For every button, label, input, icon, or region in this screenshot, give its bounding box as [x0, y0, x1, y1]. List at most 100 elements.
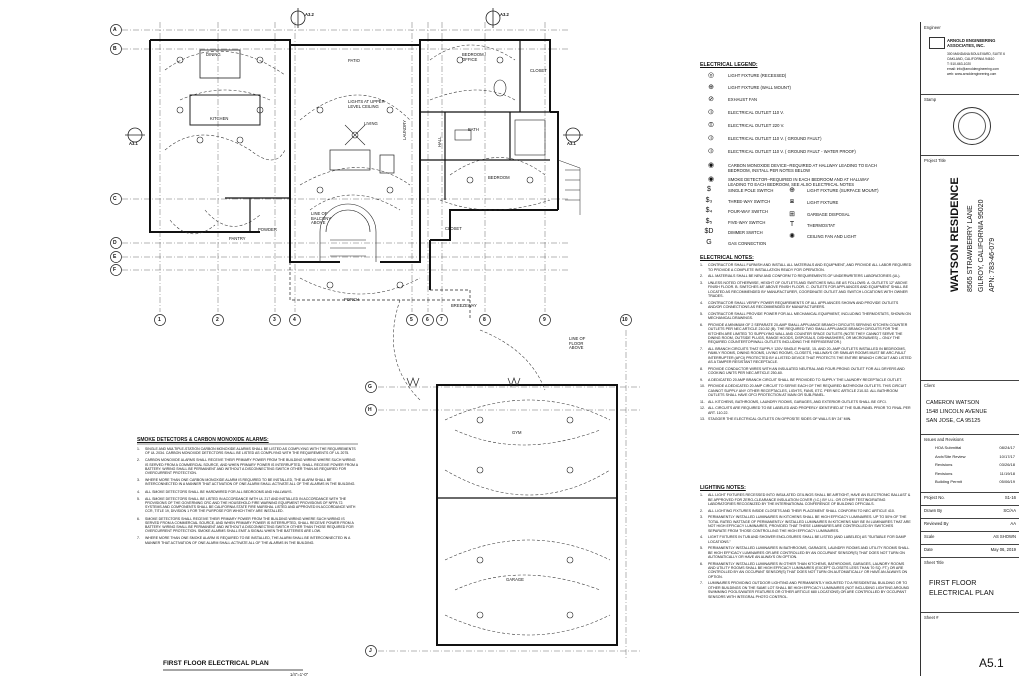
smoke-note-item: 5.ALL SMOKE DETECTORS SHALL BE LISTED IN… [137, 497, 359, 514]
note-item: 11.ALL KITCHENS, BATHROOMS, LAUNDRY ROOM… [700, 400, 912, 404]
smoke-notes-list: 1.SINGLE AND MULTIPLE-STATION CARBON MON… [137, 447, 359, 545]
revision-date: 11/19/18 [999, 470, 1015, 476]
smoke-note-text: WHERE MORE THAN ONE SMOKE ALARM IS REQUI… [145, 536, 351, 545]
legend-label: EXHAUST FAN [728, 97, 758, 102]
revision-name: Revisions [935, 462, 953, 467]
fixture-symbol-icon: T [789, 221, 795, 228]
smoke-note-text: CARBON MONOXIDE ALARMS SHALL RECEIVE THE… [145, 458, 358, 476]
note-item: 2.ALL LIGHTING FIXTURES INSIDE CLOSETS A… [700, 509, 912, 513]
smoke-note-text: ALL SMOKE DETECTORS SHALL BE LISTED IN A… [145, 496, 356, 514]
room-label-pantry: PANTRY [229, 236, 246, 241]
room-label-bath: BATH [468, 127, 479, 132]
note-number: 11. [700, 399, 705, 404]
project-title-label: Project Title [924, 158, 946, 163]
grid-label-row: B [113, 46, 117, 52]
note-text: ALL KITCHENS, BATHROOMS, LAUNDRY ROOMS, … [708, 399, 887, 404]
grid-label-row: J [369, 648, 372, 654]
porch-outline [289, 262, 470, 301]
client-address: 1548 LINCOLN AVENUE [926, 409, 988, 415]
switch-label: GAS CONNECTION [728, 240, 767, 246]
project-address: 8565 STRAWBERRY LANE [967, 205, 974, 292]
plan-scale: 1/4"=1'-0" [290, 672, 309, 677]
legend-label: ELECTRICAL OUTLET 110 V. ( GROUND FAULT) [728, 136, 822, 141]
note-text: ALL MATERIALS SHALL BE NEW AND CONFORM T… [708, 274, 901, 279]
smoke-note-text: WHERE MORE THAN ONE CARBON MONOXIDE ALAR… [145, 478, 356, 487]
switch-symbol-icon: $D [704, 228, 714, 235]
engineer-address: 300 MANDANA BOULEVARD, SUITE 6 [947, 52, 1006, 56]
engineer-phone: T: 510-663-1020 [947, 62, 972, 66]
note-text: PROVIDE CONDUCTOR WIRES WITH AN INSULATE… [708, 366, 905, 376]
legend-symbol-icon: ⦶ [708, 109, 714, 116]
note-item: 8.PROVIDE CONDUCTOR WIRES WITH AN INSULA… [700, 367, 912, 376]
smoke-note-item: 3.WHERE MORE THAN ONE CARBON MONOXIDE AL… [137, 478, 359, 486]
room-label-hall: HALL [437, 136, 442, 147]
exterior-steps [557, 159, 581, 215]
room-label-powder: POWDER [258, 227, 277, 232]
callout-line-floor: LINE OF FLOOR ABOVE [569, 336, 586, 351]
note-text: UNLESS NOTED OTHERWISE, HEIGHT OF OUTLET… [708, 281, 908, 299]
legend-label: ELECTRICAL OUTLET 110 V. ( GROUND FAULT … [728, 149, 856, 154]
room-label-laundry: LAUNDRY [402, 120, 407, 140]
grid-label-col: 6 [426, 317, 429, 323]
fixture-symbol-icon: ✺ [789, 233, 795, 240]
stamp-label: Stamp [924, 97, 937, 102]
grid-label-col: 1 [158, 317, 161, 323]
legend-item: ⦷ELECTRICAL OUTLET 220 V. [700, 120, 905, 132]
recessed-lights [176, 56, 574, 619]
issues-label: Issues and Revisions [924, 437, 964, 442]
smoke-note-item: 7.WHERE MORE THAN ONE SMOKE ALARM IS REQ… [137, 536, 359, 544]
note-number: 7. [700, 581, 703, 586]
revision-date: 08/24/17 [999, 445, 1015, 450]
sheet-title-line2: ELECTRICAL PLAN [929, 588, 994, 597]
note-item: 10.PROVIDE A DEDICATED 20 AMP CIRCUIT TO… [700, 384, 912, 397]
note-item: 6.PROVIDE A MINIMUM OF 2 SEPARATE 20-AMP… [700, 323, 912, 345]
legend-symbol-icon: ◉ [707, 162, 715, 169]
legend-label: SMOKE DETECTOR--REQUIRED IN EACH BEDROOM… [728, 177, 870, 187]
sheet-title-label: Sheet Title [924, 560, 944, 565]
legend-item: ⦶ELECTRICAL OUTLET 110 V. [700, 107, 905, 119]
title-block: Engineer ARNOLD ENGINEERING ASSOCIATES, … [920, 22, 1019, 676]
room-label-porch: PORCH [344, 297, 360, 302]
note-number: 4. [700, 300, 703, 305]
note-text: ALL CIRCUITS ARE REQUIRED TO BE LABELED … [708, 406, 911, 415]
smoke-note-text: SINGLE AND MULTIPLE-STATION CARBON MONOX… [145, 447, 356, 456]
switch-symbol-icon: $₃ [705, 196, 713, 204]
note-item: 5.PERMANENTLY INSTALLED LUMINAIRES IN BA… [700, 546, 912, 559]
plan-title: FIRST FLOOR ELECTRICAL PLAN [163, 660, 269, 667]
note-number: 13. [700, 417, 705, 422]
note-item: 1.ALL LIGHT FIXTURES RECESSED INTO INSUL… [700, 493, 912, 506]
legend-symbol-icon: ⦶ [708, 135, 714, 142]
note-number: 3. [700, 281, 703, 285]
grid-column-lines [159, 22, 627, 660]
note-number: 6. [700, 561, 703, 566]
note-text: PERMANENTLY INSTALLED LUMINAIRES IN BATH… [708, 546, 910, 560]
note-number: 10. [700, 384, 705, 389]
legend-symbol-icon: ⦷ [708, 122, 714, 129]
room-label-dining: DINING [206, 52, 221, 57]
dining-table [199, 49, 241, 79]
switch-label: SINGLE POLE SWITCH [728, 188, 774, 193]
revision-name: Revisions [935, 470, 953, 476]
grid-label-col: 3 [273, 317, 276, 323]
grid-label-col: 4 [293, 317, 296, 323]
floor-plan-drawing [110, 8, 640, 671]
client-name: CAMERON WATSON [926, 400, 980, 406]
legend-title: ELECTRICAL LEGEND: [700, 62, 758, 68]
smoke-notes: SMOKE DETECTORS & CARBON MONOXIDE ALARMS… [137, 437, 359, 548]
note-number: 1. [700, 263, 703, 268]
stair [319, 203, 377, 262]
room-label-garage: GARAGE [506, 577, 524, 582]
project-city: GILROY, CALIFORNIA 95020 [978, 199, 985, 292]
legend-symbol-icon: ⊘ [708, 96, 714, 103]
note-item: 12.ALL CIRCUITS ARE REQUIRED TO BE LABEL… [700, 406, 912, 415]
note-number: 6. [700, 322, 703, 327]
note-item: 5.CONTRACTOR SHALL PROVIDE POWER FOR ALL… [700, 312, 912, 321]
switch-symbol-icon: G [706, 238, 712, 246]
room-label-kitchen: KITCHEN [210, 116, 229, 121]
sheet-number: A5.1 [979, 656, 1004, 670]
legend-item: ◉CARBON MONOXIDE DEVICE--REQUIRED AT HAL… [700, 160, 905, 173]
revision-date: 03/26/18 [999, 462, 1015, 467]
room-label-breezeway: BREEZEWAY [451, 303, 477, 308]
smoke-note-item: 2.CARBON MONOXIDE ALARMS SHALL RECEIVE T… [137, 458, 358, 476]
section-markers [125, 8, 583, 143]
